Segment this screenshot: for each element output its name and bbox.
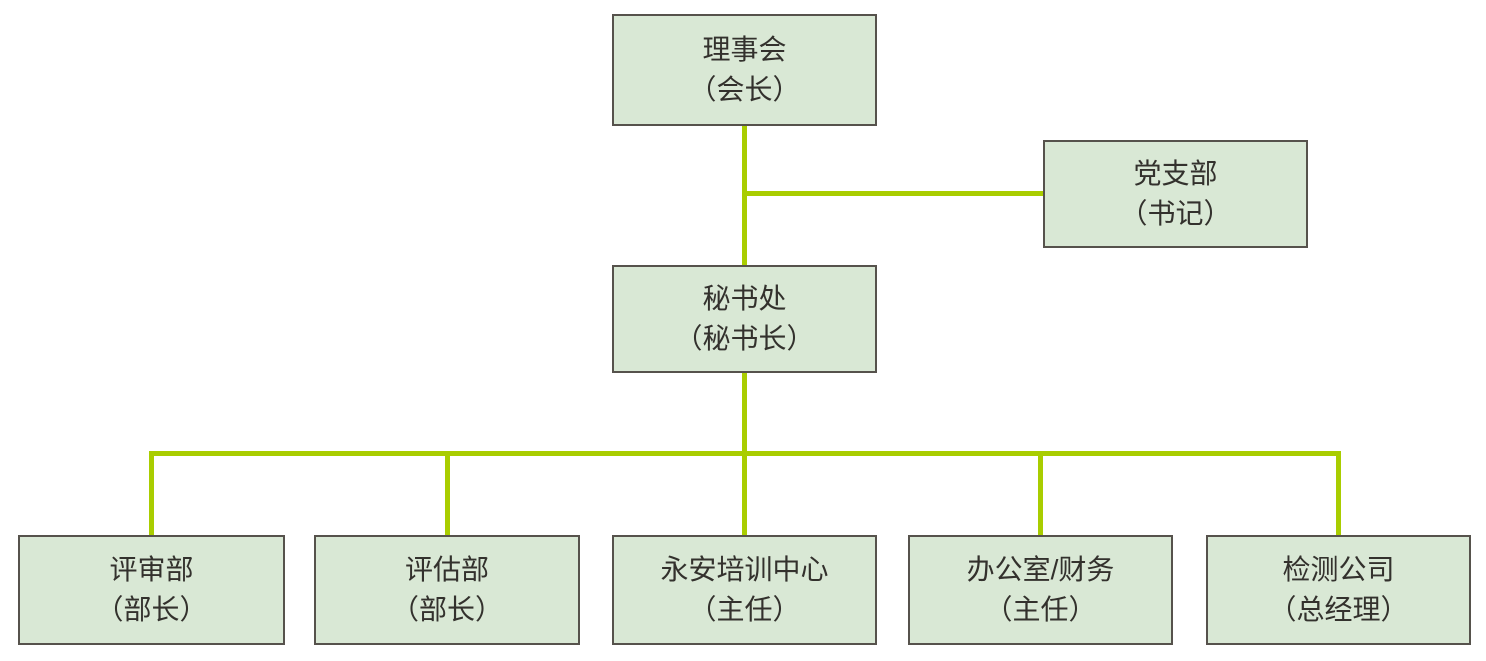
- org-node-party: 党支部 （书记）: [1043, 140, 1308, 248]
- org-node-secretariat-title: 秘书处: [702, 283, 787, 314]
- edge-drop-office: [1038, 451, 1043, 535]
- org-node-training-role: （主任）: [688, 594, 801, 625]
- org-node-training: 永安培训中心 （主任）: [612, 535, 877, 645]
- org-node-testing-title: 检测公司: [1282, 554, 1395, 585]
- edge-board-party: [742, 191, 1045, 196]
- org-node-assessment-title: 评估部: [404, 554, 489, 585]
- org-node-review: 评审部 （部长）: [18, 535, 285, 645]
- org-node-training-title: 永安培训中心: [660, 554, 829, 585]
- edge-drop-assessment: [445, 451, 450, 535]
- edge-board-secretariat: [742, 126, 747, 267]
- edge-drop-review: [149, 451, 154, 535]
- org-node-board-role: （会长）: [688, 74, 801, 105]
- org-node-office-role: （主任）: [984, 594, 1097, 625]
- edge-drop-testing: [1336, 451, 1341, 535]
- org-node-review-title: 评审部: [109, 554, 194, 585]
- edge-distribution-bar: [149, 451, 1341, 456]
- org-node-assessment-role: （部长）: [390, 594, 503, 625]
- org-node-testing-role: （总经理）: [1268, 594, 1409, 625]
- org-node-assessment: 评估部 （部长）: [314, 535, 580, 645]
- org-node-testing: 检测公司 （总经理）: [1206, 535, 1471, 645]
- org-node-review-role: （部长）: [95, 594, 208, 625]
- org-node-secretariat-role: （秘书长）: [674, 323, 815, 354]
- org-node-office: 办公室/财务 （主任）: [908, 535, 1173, 645]
- org-node-board-title: 理事会: [702, 34, 787, 65]
- org-node-secretariat: 秘书处 （秘书长）: [612, 265, 877, 373]
- org-node-office-title: 办公室/财务: [966, 554, 1115, 585]
- org-node-party-role: （书记）: [1119, 198, 1232, 229]
- org-node-party-title: 党支部: [1133, 158, 1218, 189]
- org-node-board: 理事会 （会长）: [612, 14, 877, 126]
